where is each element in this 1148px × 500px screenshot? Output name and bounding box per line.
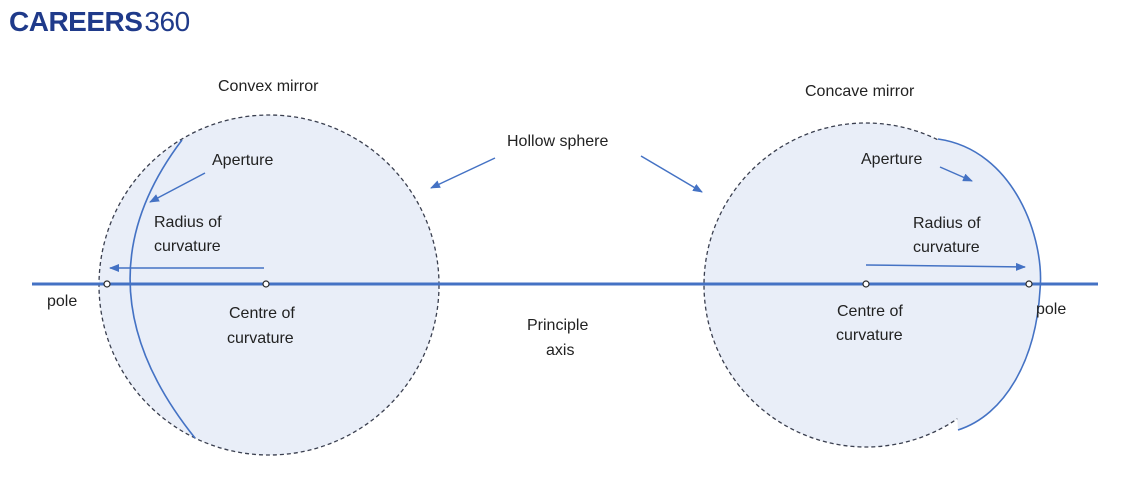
right-centre-label-line2: curvature (836, 327, 903, 344)
right-centre-label-line1: Centre of (837, 303, 903, 320)
concave-mirror-label: Concave mirror (805, 83, 915, 100)
convex-mirror-arc (129, 139, 196, 439)
right-centre-point (862, 280, 870, 288)
right-radius-label-line1: Radius of (913, 215, 981, 232)
left-pole-label: pole (47, 293, 77, 310)
left-radius-label-line1: Radius of (154, 214, 222, 231)
hollow-sphere-left-arrow (430, 157, 496, 189)
hollow-sphere-label: Hollow sphere (507, 133, 608, 150)
left-centre-point (262, 280, 270, 288)
left-centre-label-line2: curvature (227, 330, 294, 347)
right-aperture-arrow (939, 166, 973, 182)
hollow-sphere-right-arrow (640, 155, 703, 193)
principle-axis-label-line1: Principle (527, 317, 588, 334)
right-aperture-label: Aperture (861, 151, 922, 168)
left-centre-label-line1: Centre of (229, 305, 295, 322)
principle-axis-label-line2: axis (546, 342, 574, 359)
left-radius-label-line2: curvature (154, 238, 221, 255)
logo-text-bold: CAREERS (9, 6, 143, 37)
right-radius-arrow (865, 262, 1026, 271)
careers360-logo: CAREERS 360 (9, 6, 190, 40)
right-pole-label: pole (1036, 301, 1066, 318)
convex-mirror-label: Convex mirror (218, 78, 319, 95)
logo-text-light: 360 (144, 6, 190, 37)
right-pole-point (1025, 280, 1033, 288)
left-pole-point (103, 280, 111, 288)
left-aperture-label: Aperture (212, 152, 273, 169)
right-radius-label-line2: curvature (913, 239, 980, 256)
left-aperture-arrow (149, 172, 206, 203)
